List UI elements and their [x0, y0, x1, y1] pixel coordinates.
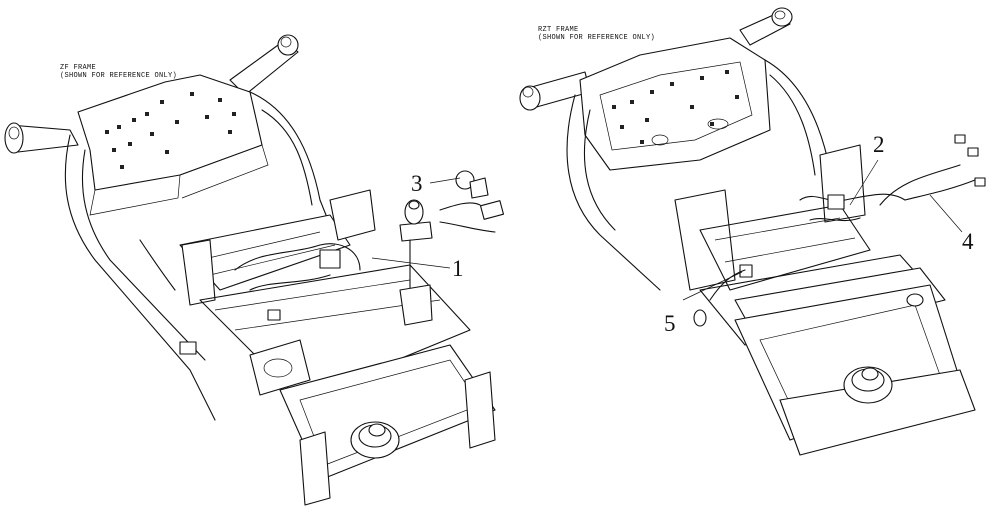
rzt-frame-note: RZT FRAME (SHOWN FOR REFERENCE ONLY) — [538, 26, 655, 42]
rzt-frame-drawing — [519, 7, 986, 456]
callout-4: 4 — [962, 229, 974, 254]
rzt-frame-title: RZT FRAME — [538, 26, 579, 34]
rzt-frame-subtitle: (SHOWN FOR REFERENCE ONLY) — [538, 34, 656, 42]
callout-5: 5 — [664, 311, 676, 336]
zf-frame-note: ZF FRAME (SHOWN FOR REFERENCE ONLY) — [60, 64, 177, 80]
callout-1: 1 — [452, 256, 464, 281]
zf-frame-title: ZF FRAME — [60, 64, 97, 72]
callout-2: 2 — [873, 132, 885, 157]
zf-frame-subtitle: (SHOWN FOR REFERENCE ONLY) — [60, 72, 178, 80]
callout-3: 3 — [411, 171, 423, 196]
zf-frame-drawing — [4, 34, 505, 506]
